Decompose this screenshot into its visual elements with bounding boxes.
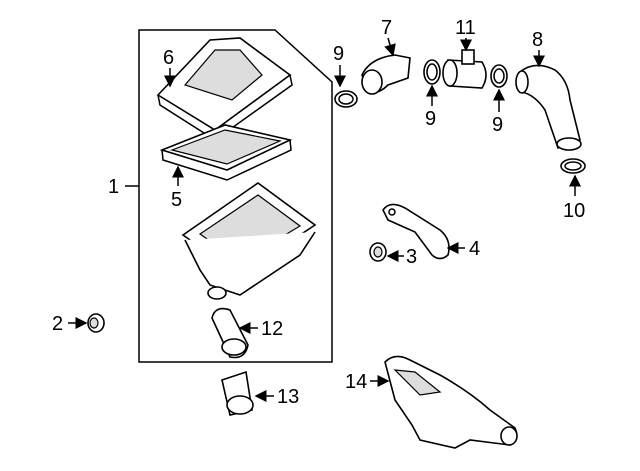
callout-4: 4 [469,238,480,260]
callout-11: 11 [455,17,476,39]
callout-10: 10 [563,200,585,222]
clamp-part-9b[interactable] [423,59,441,85]
callout-2: 2 [52,313,63,335]
grommet-part-2[interactable] [87,313,105,333]
duct-part-8[interactable] [515,64,582,151]
callout-8: 8 [532,29,543,51]
callout-9c: 9 [492,114,503,136]
callout-3: 3 [406,246,417,268]
grommet-part-3[interactable] [369,242,387,262]
air-cleaner-lower-housing[interactable] [181,182,317,300]
mass-airflow-sensor-part-11[interactable] [442,49,487,89]
clamp-part-10[interactable] [560,158,586,174]
callout-9b: 9 [425,108,436,130]
air-filter-element[interactable] [159,124,293,181]
duct-part-13[interactable] [221,370,254,416]
clamp-part-9c[interactable] [490,64,508,88]
callout-6: 6 [163,47,174,69]
duct-part-12[interactable] [211,307,249,359]
air-cleaner-cover[interactable] [156,37,293,141]
assembly-outline [138,29,333,363]
callout-13: 13 [277,386,299,408]
callout-7: 7 [381,17,392,39]
callout-12: 12 [261,318,283,340]
callout-9a: 9 [333,43,344,65]
callout-14: 14 [345,371,367,393]
clamp-part-9a[interactable] [334,90,358,108]
callout-1: 1 [108,176,119,198]
callout-5: 5 [171,189,182,211]
intake-duct-part-14[interactable] [384,355,518,449]
duct-part-7[interactable] [361,54,411,95]
